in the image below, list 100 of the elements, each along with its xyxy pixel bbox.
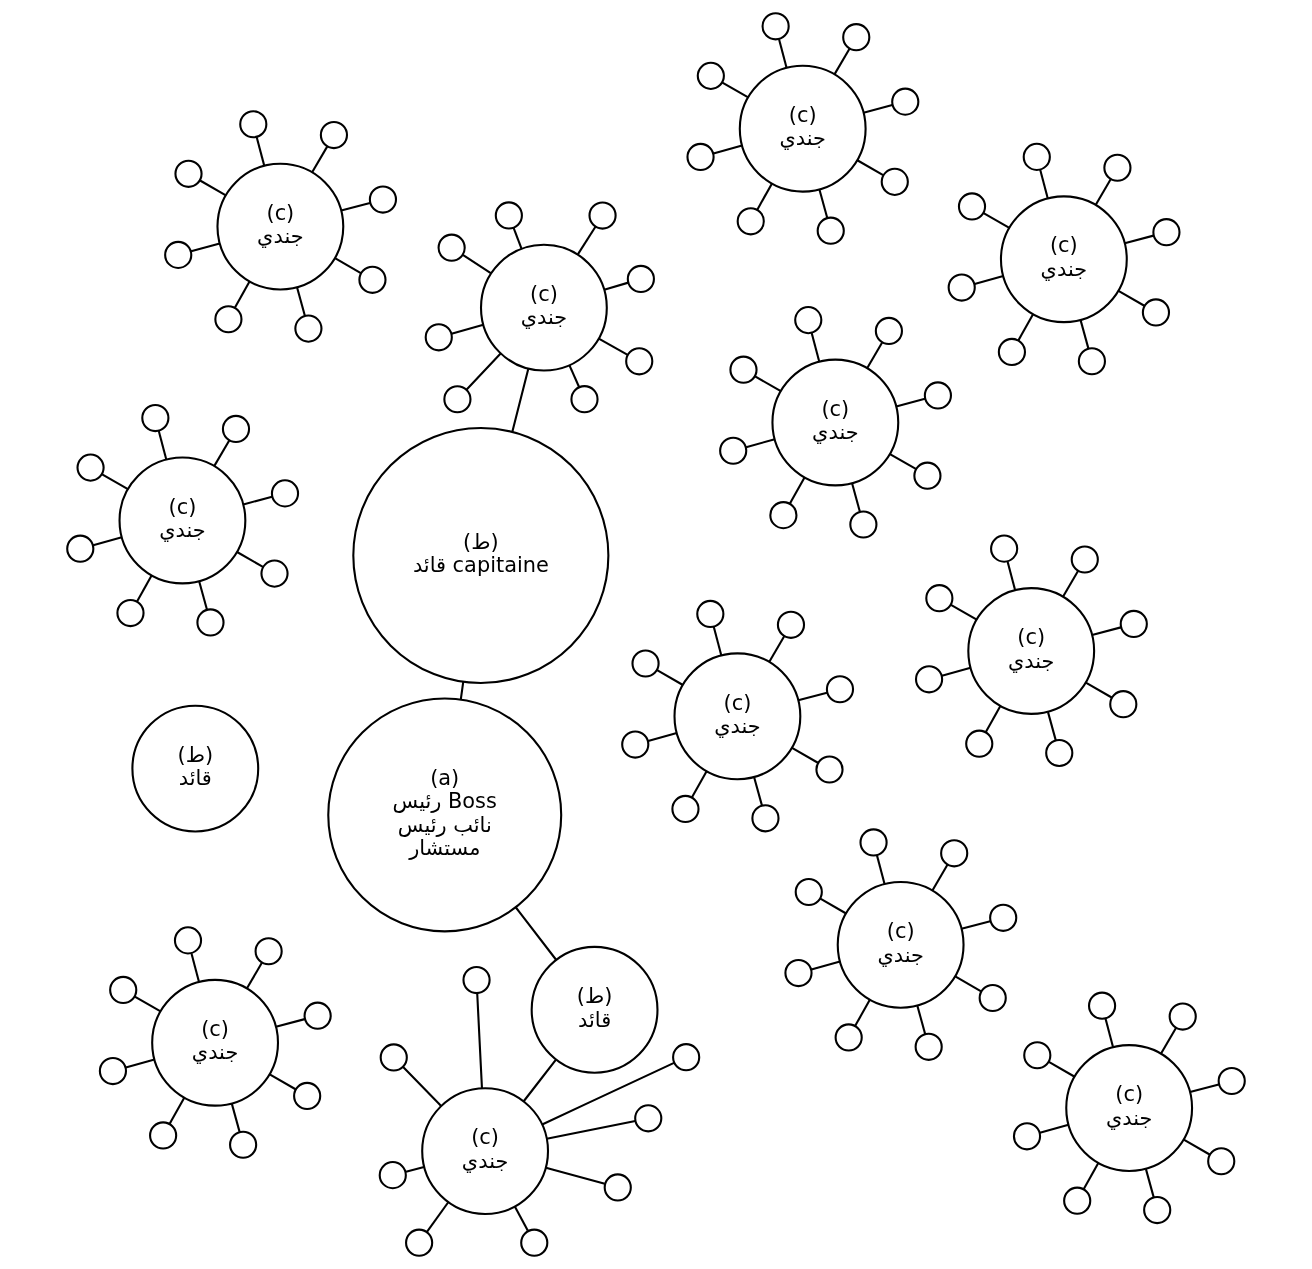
node-circle: [588, 201, 617, 230]
connector: [1062, 570, 1079, 598]
connector: [1094, 178, 1112, 206]
connector: [895, 397, 926, 408]
connector: [168, 1097, 186, 1125]
connector: [1160, 1027, 1177, 1055]
node-circle: [625, 347, 654, 376]
connector: [513, 1205, 529, 1231]
node-circle: [761, 12, 790, 41]
node-circle: [621, 730, 650, 759]
node-circle: [294, 314, 323, 343]
connector: [462, 254, 492, 274]
node-circle: [891, 87, 920, 116]
connector: [255, 136, 266, 167]
node-circle: [1070, 545, 1099, 574]
connector: [1082, 1162, 1100, 1190]
node-circle: [1168, 1002, 1197, 1031]
connector: [754, 375, 782, 393]
connector: [863, 104, 893, 114]
node-circle: [319, 121, 349, 150]
connector: [647, 732, 678, 742]
connector: [476, 993, 483, 1089]
node-circle: [729, 355, 758, 384]
connector: [425, 1201, 450, 1233]
connector: [541, 1061, 675, 1126]
node-circle: [671, 794, 700, 824]
node-circle: [254, 937, 283, 966]
connector: [603, 281, 629, 291]
connector: [819, 897, 847, 915]
node-circle: [751, 804, 780, 833]
node-circle: [880, 167, 909, 196]
node-circle: [696, 599, 725, 629]
connector: [451, 323, 484, 335]
connector: [125, 1058, 155, 1069]
node-circle: [925, 584, 954, 613]
connector: [721, 81, 749, 99]
node-circle: [76, 453, 105, 482]
node-circle: [957, 192, 987, 221]
node-circle: [378, 1161, 407, 1190]
connector: [92, 536, 123, 547]
node-circle: [173, 926, 203, 955]
node-circle: [443, 385, 472, 414]
connector: [405, 1166, 425, 1173]
node-circle: [603, 1173, 632, 1202]
node-circle: [997, 337, 1026, 366]
node-circle: [672, 1043, 701, 1072]
node-circle: [98, 1056, 128, 1086]
connector: [851, 483, 861, 513]
connector: [522, 1059, 557, 1102]
connector: [1039, 169, 1049, 199]
node-circle: [825, 675, 855, 704]
connector: [511, 368, 530, 433]
connector: [230, 1103, 241, 1133]
connector: [340, 201, 371, 212]
connector: [311, 146, 329, 173]
connector: [134, 995, 162, 1013]
connector: [1017, 313, 1034, 341]
node-circle: [1143, 1195, 1172, 1225]
connector: [234, 281, 251, 309]
connector: [243, 495, 273, 506]
node-circle: [174, 159, 203, 188]
connector: [598, 337, 629, 356]
connector: [275, 1018, 305, 1028]
node-circle: [913, 461, 942, 490]
connector: [789, 476, 806, 504]
node-circle: [462, 965, 491, 995]
node-circle: [965, 729, 994, 758]
connector: [974, 275, 1004, 285]
connector: [1091, 626, 1122, 636]
node-circle: [293, 1081, 322, 1111]
node-circle: [1103, 153, 1132, 182]
node-circle: [109, 975, 138, 1005]
node-circle: [990, 534, 1019, 563]
node-circle: [494, 201, 523, 230]
node-circle: [1152, 218, 1181, 247]
connector: [810, 332, 821, 363]
node-circle: [859, 828, 888, 857]
node-circle: [776, 610, 806, 639]
connector: [768, 635, 786, 663]
node-circle: [229, 1130, 258, 1159]
connector: [1085, 681, 1113, 699]
node-circle: [368, 185, 398, 214]
node-circle: [978, 983, 1007, 1013]
connector: [791, 746, 819, 764]
node-circle: [260, 559, 289, 588]
connector: [1006, 561, 1017, 591]
connector: [245, 962, 263, 989]
connector: [459, 681, 465, 700]
node-circle: [1119, 609, 1148, 639]
connector: [1047, 711, 1057, 741]
connector: [833, 48, 851, 75]
connector: [811, 960, 841, 971]
node-circle: [520, 1228, 549, 1257]
node-circle: [940, 839, 969, 868]
node-circle: [1023, 1041, 1052, 1070]
node-circle: [1063, 1186, 1092, 1215]
node-circle: [769, 501, 798, 530]
node-circle: [239, 110, 268, 139]
node-circle: [631, 649, 660, 678]
connector: [691, 770, 708, 798]
